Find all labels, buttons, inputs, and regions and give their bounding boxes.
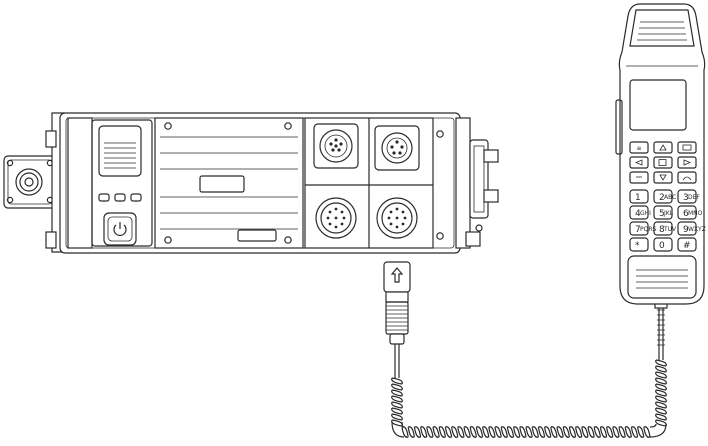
status-led-3 [130,193,142,202]
key-sub-label: DEF [688,194,700,201]
down-key[interactable] [653,171,673,184]
key-label: 4 [635,209,641,219]
handset-display [629,79,687,131]
key-label: 9 [683,225,689,235]
key-1[interactable]: 1 [629,189,649,204]
key-hash[interactable]: # [677,237,697,252]
svg-text:≡: ≡ [636,145,641,152]
folder-key[interactable] [677,141,697,154]
earpiece [629,9,695,47]
key-label: 8 [659,225,665,235]
ptt-button[interactable] [615,99,623,155]
key-label: 5 [659,209,665,219]
right-key[interactable] [677,156,697,169]
key-sub-label: MNO [688,210,703,217]
key-0[interactable]: 0 [653,237,673,252]
key-sub-label: JKL [663,210,674,217]
key-label: 2 [659,193,665,203]
key-label: # [683,241,691,251]
ok-key[interactable] [653,156,673,169]
up-key[interactable] [653,141,673,154]
signal-key[interactable] [677,171,697,184]
speaker-grille [98,125,142,177]
key-label: 1 [635,193,641,203]
key-label: 7 [635,225,641,235]
power-icon [113,222,127,236]
key-label: 0 [659,241,665,251]
radio-unit [3,112,499,254]
connector-panel [304,117,444,249]
key-label: * [635,241,640,251]
key-star[interactable]: * [629,237,649,252]
key-sub-label: TUV [663,226,677,233]
key-label: 3 [683,193,689,203]
key-sub-label: ABC [664,194,676,201]
key-sub-label: PQRS [640,226,657,233]
front-panel-center [154,117,304,249]
back-key[interactable] [629,171,649,184]
label-slot-lower [237,229,277,242]
circular-connector-lower-left [315,197,357,239]
power-button[interactable] [103,212,137,246]
status-led-2 [114,193,126,202]
status-led-1 [98,193,110,202]
circular-connector-lower-right [376,197,418,239]
key-label: 6 [683,209,689,219]
control-panel [67,117,153,249]
handset-cable [383,261,667,438]
antenna-connector-plate [3,155,60,209]
microphone-grille [627,255,697,299]
key-sub-label: WXYZ [688,226,706,233]
cable-plug [383,261,411,345]
menu-key[interactable] [629,141,649,154]
key-sub-label: GHI [640,210,651,217]
left-key[interactable] [629,156,649,169]
aux-connector-upper-right [374,125,420,171]
label-slot-upper [199,175,245,193]
coiled-cord [391,359,667,438]
nav-keys: ≡ [629,141,697,184]
aux-connector-upper-left [313,123,359,169]
